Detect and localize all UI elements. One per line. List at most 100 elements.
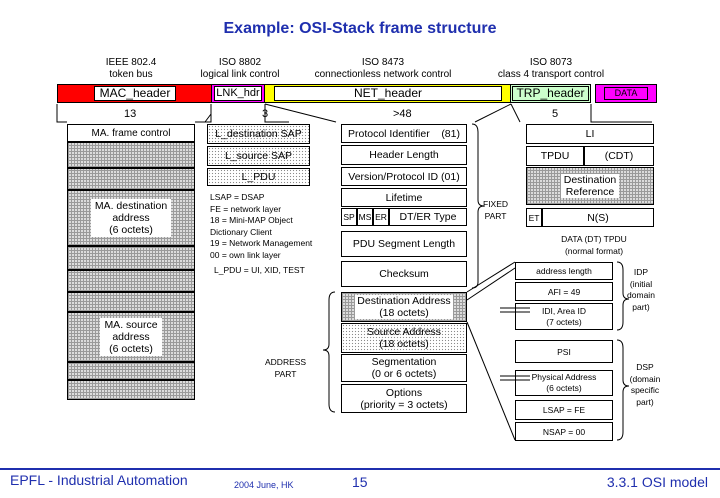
net-segmentation-text: Segmentation (0 or 6 octets) [372, 356, 437, 380]
net-lifetime-label: Lifetime [385, 191, 423, 204]
dsp-line: DSP [636, 362, 654, 372]
net-standard-desc: connectionless network control [314, 69, 452, 80]
net-header-length: Header Length [341, 145, 467, 165]
net-segmentation: Segmentation (0 or 6 octets) [341, 354, 467, 382]
mac-frame-control: MA. frame control [67, 124, 195, 142]
addr-lsap-label: LSAP = FE [542, 405, 586, 415]
net-checksum: Checksum [341, 261, 467, 287]
net-destination-address: Destination Address (18 octets) [341, 292, 467, 322]
llc-note-line: 19 = Network Management [210, 238, 313, 248]
addr-psi: PSI [515, 340, 613, 363]
net-destination-line: Destination Address [357, 295, 451, 307]
mac-destination-line: (6 octets) [109, 224, 153, 236]
llc-note-line: LSAP = DSAP [210, 192, 265, 202]
connector-line [466, 261, 516, 293]
net-lifetime: Lifetime [341, 188, 467, 207]
net-version: Version/Protocol ID (01) [341, 167, 467, 186]
fixed-part-brace [471, 123, 485, 289]
trp-destination-reference-line: Reference [565, 186, 615, 198]
trp-ns-label: N(S) [587, 211, 609, 224]
net-source-line: (18 octets) [379, 338, 429, 350]
net-source-line: Source Address [366, 326, 442, 338]
mac-standard: IEEE 802.4 token bus [86, 57, 176, 81]
net-protocol-identifier: Protocol Identifier (81) [341, 124, 467, 143]
net-source-text: Source Address (18 octets) [367, 326, 441, 350]
idp-line: part) [632, 301, 650, 312]
mac-length: 13 [124, 108, 137, 120]
addr-idi: IDI, Area ID (7 octets) [515, 303, 613, 330]
addr-length: address length [515, 262, 613, 280]
connector-line [466, 267, 516, 301]
footer-org: EPFL - Industrial Automation [10, 472, 188, 488]
trp-destination-reference-text: Destination Reference [560, 174, 620, 198]
net-ms-label: MS [358, 212, 372, 222]
mac-source-line: MA. source [104, 319, 158, 331]
idp-line: (initial [629, 278, 653, 289]
llc-pdu: L_PDU [207, 168, 310, 186]
mac-hatched-field [67, 168, 195, 190]
llc-note-line: FE = network layer [210, 203, 282, 214]
llc-note-line: 18 = Mini-MAP Object [210, 215, 293, 225]
mac-source-text: MA. source address (6 octets) [100, 318, 162, 356]
llc-note-line: 00 = own link layer [210, 249, 281, 260]
connector-line [466, 321, 516, 441]
net-segmentation-line: (0 or 6 octets) [371, 368, 437, 380]
mac-source-line: address [112, 331, 150, 343]
address-part-line: ADDRESS [265, 357, 307, 367]
net-source-address: Source Address (18 octets) [341, 323, 467, 353]
dsp-line: (domain [629, 373, 661, 384]
net-protocol-identifier-value: (81) [441, 127, 460, 140]
idp-brace [616, 261, 630, 331]
dsp-line: part) [636, 396, 654, 407]
trp-ns: N(S) [542, 208, 654, 227]
data-tpdu-line: DATA (DT) TPDU [561, 234, 627, 244]
net-er-label: ER [375, 212, 387, 222]
net-dt-er-type: DT/ER Type [389, 208, 467, 226]
mac-standard-name: IEEE 802.4 [105, 57, 157, 68]
net-dt-er-type-label: DT/ER Type [399, 211, 457, 223]
addr-psi-label: PSI [557, 346, 571, 357]
addr-idi-line: IDI, Area ID [542, 305, 586, 316]
net-header-label: NET_header [274, 86, 502, 101]
addr-idi-line: (7 octets) [546, 316, 582, 327]
mac-hatched-field [67, 142, 195, 168]
mac-destination-address: MA. destination address (6 octets) [67, 190, 195, 246]
trp-standard-name: ISO 8073 [529, 57, 573, 68]
trp-destination-reference-line: Destination [563, 174, 617, 186]
trp-li: LI [526, 124, 654, 144]
page-title: Example: OSI-Stack frame structure [223, 20, 497, 37]
addr-afi-label: AFI = 49 [547, 286, 581, 297]
mac-destination-text: MA. destination address (6 octets) [90, 199, 172, 237]
llc-pdu-label: L_PDU [241, 171, 276, 183]
llc-standard-desc: logical link control [200, 69, 280, 80]
net-sp-flag: SP [341, 208, 357, 226]
trp-length: 5 [552, 108, 559, 120]
llc-standard: ISO 8802 logical link control [190, 57, 290, 81]
net-destination-text: Destination Address (18 octets) [355, 295, 453, 319]
addr-physical-text: Physical Address (6 octets) [532, 372, 597, 394]
llc-notes: LSAP = DSAP FE = network layer 18 = Mini… [210, 192, 312, 261]
net-er-flag: ER [373, 208, 389, 226]
mac-source-line: (6 octets) [109, 343, 153, 355]
trp-et: ET [526, 208, 542, 227]
addr-physical-line: (6 octets) [546, 383, 582, 393]
net-options-line: (priority = 3 octets) [360, 398, 448, 411]
address-part-brace [322, 291, 336, 413]
data-tpdu-caption: DATA (DT) TPDU (normal format) [548, 234, 640, 257]
net-protocol-identifier-label: Protocol Identifier [348, 127, 430, 140]
trp-cdt: (CDT) [584, 146, 654, 166]
addr-physical: Physical Address (6 octets) [515, 370, 613, 396]
net-options: Options (priority = 3 octets) [341, 384, 467, 413]
mac-hatched-field [67, 292, 195, 312]
mac-hatched-field [67, 362, 195, 380]
addr-nsap-label: NSAP = 00 [542, 426, 586, 437]
addr-idi-text: IDI, Area ID (7 octets) [542, 306, 586, 328]
net-header-length-label: Header Length [369, 149, 439, 161]
net-sp-label: SP [343, 212, 355, 222]
idp-line: domain [627, 290, 655, 300]
idp-line: IDP [633, 267, 649, 277]
trp-destination-reference: Destination Reference [526, 167, 654, 205]
mac-frame-control-label: MA. frame control [91, 127, 171, 139]
